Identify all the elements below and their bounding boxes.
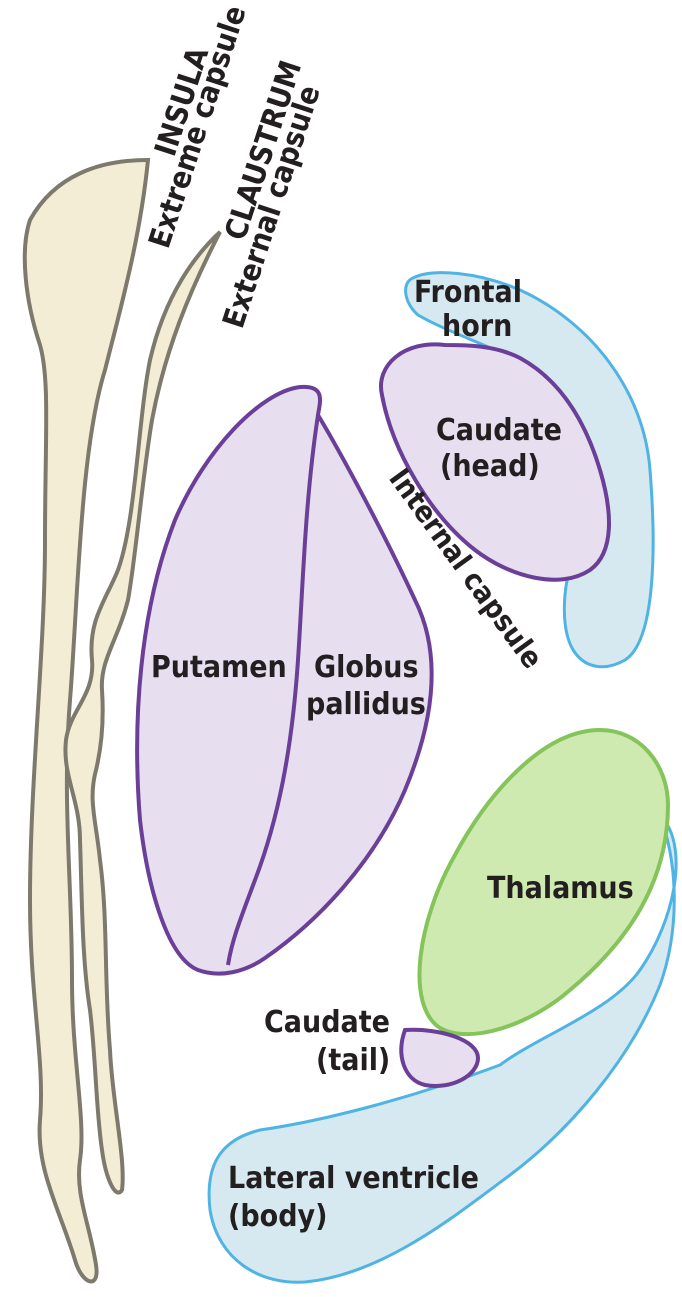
caudate-tail-label-line2: (tail) (316, 1043, 390, 1078)
caudate-tail-shape (401, 1030, 478, 1086)
caudate-tail-label-line1: Caudate (264, 1005, 390, 1040)
lateral-ventricle-label-line1: Lateral ventricle (228, 1161, 479, 1196)
putamen-label: Putamen (151, 650, 287, 685)
lateral-ventricle-label-line2: (body) (228, 1199, 327, 1234)
frontal-horn-label-line1: Frontal (414, 275, 522, 310)
thalamus-label: Thalamus (487, 871, 634, 906)
frontal-horn-label-line2: horn (442, 309, 512, 344)
globus-pallidus-label-line2: pallidus (306, 687, 426, 722)
caudate-head-label-line1: Caudate (436, 413, 562, 448)
caudate-head-label-line2: (head) (440, 449, 540, 484)
globus-pallidus-label-line1: Globus (314, 650, 419, 685)
